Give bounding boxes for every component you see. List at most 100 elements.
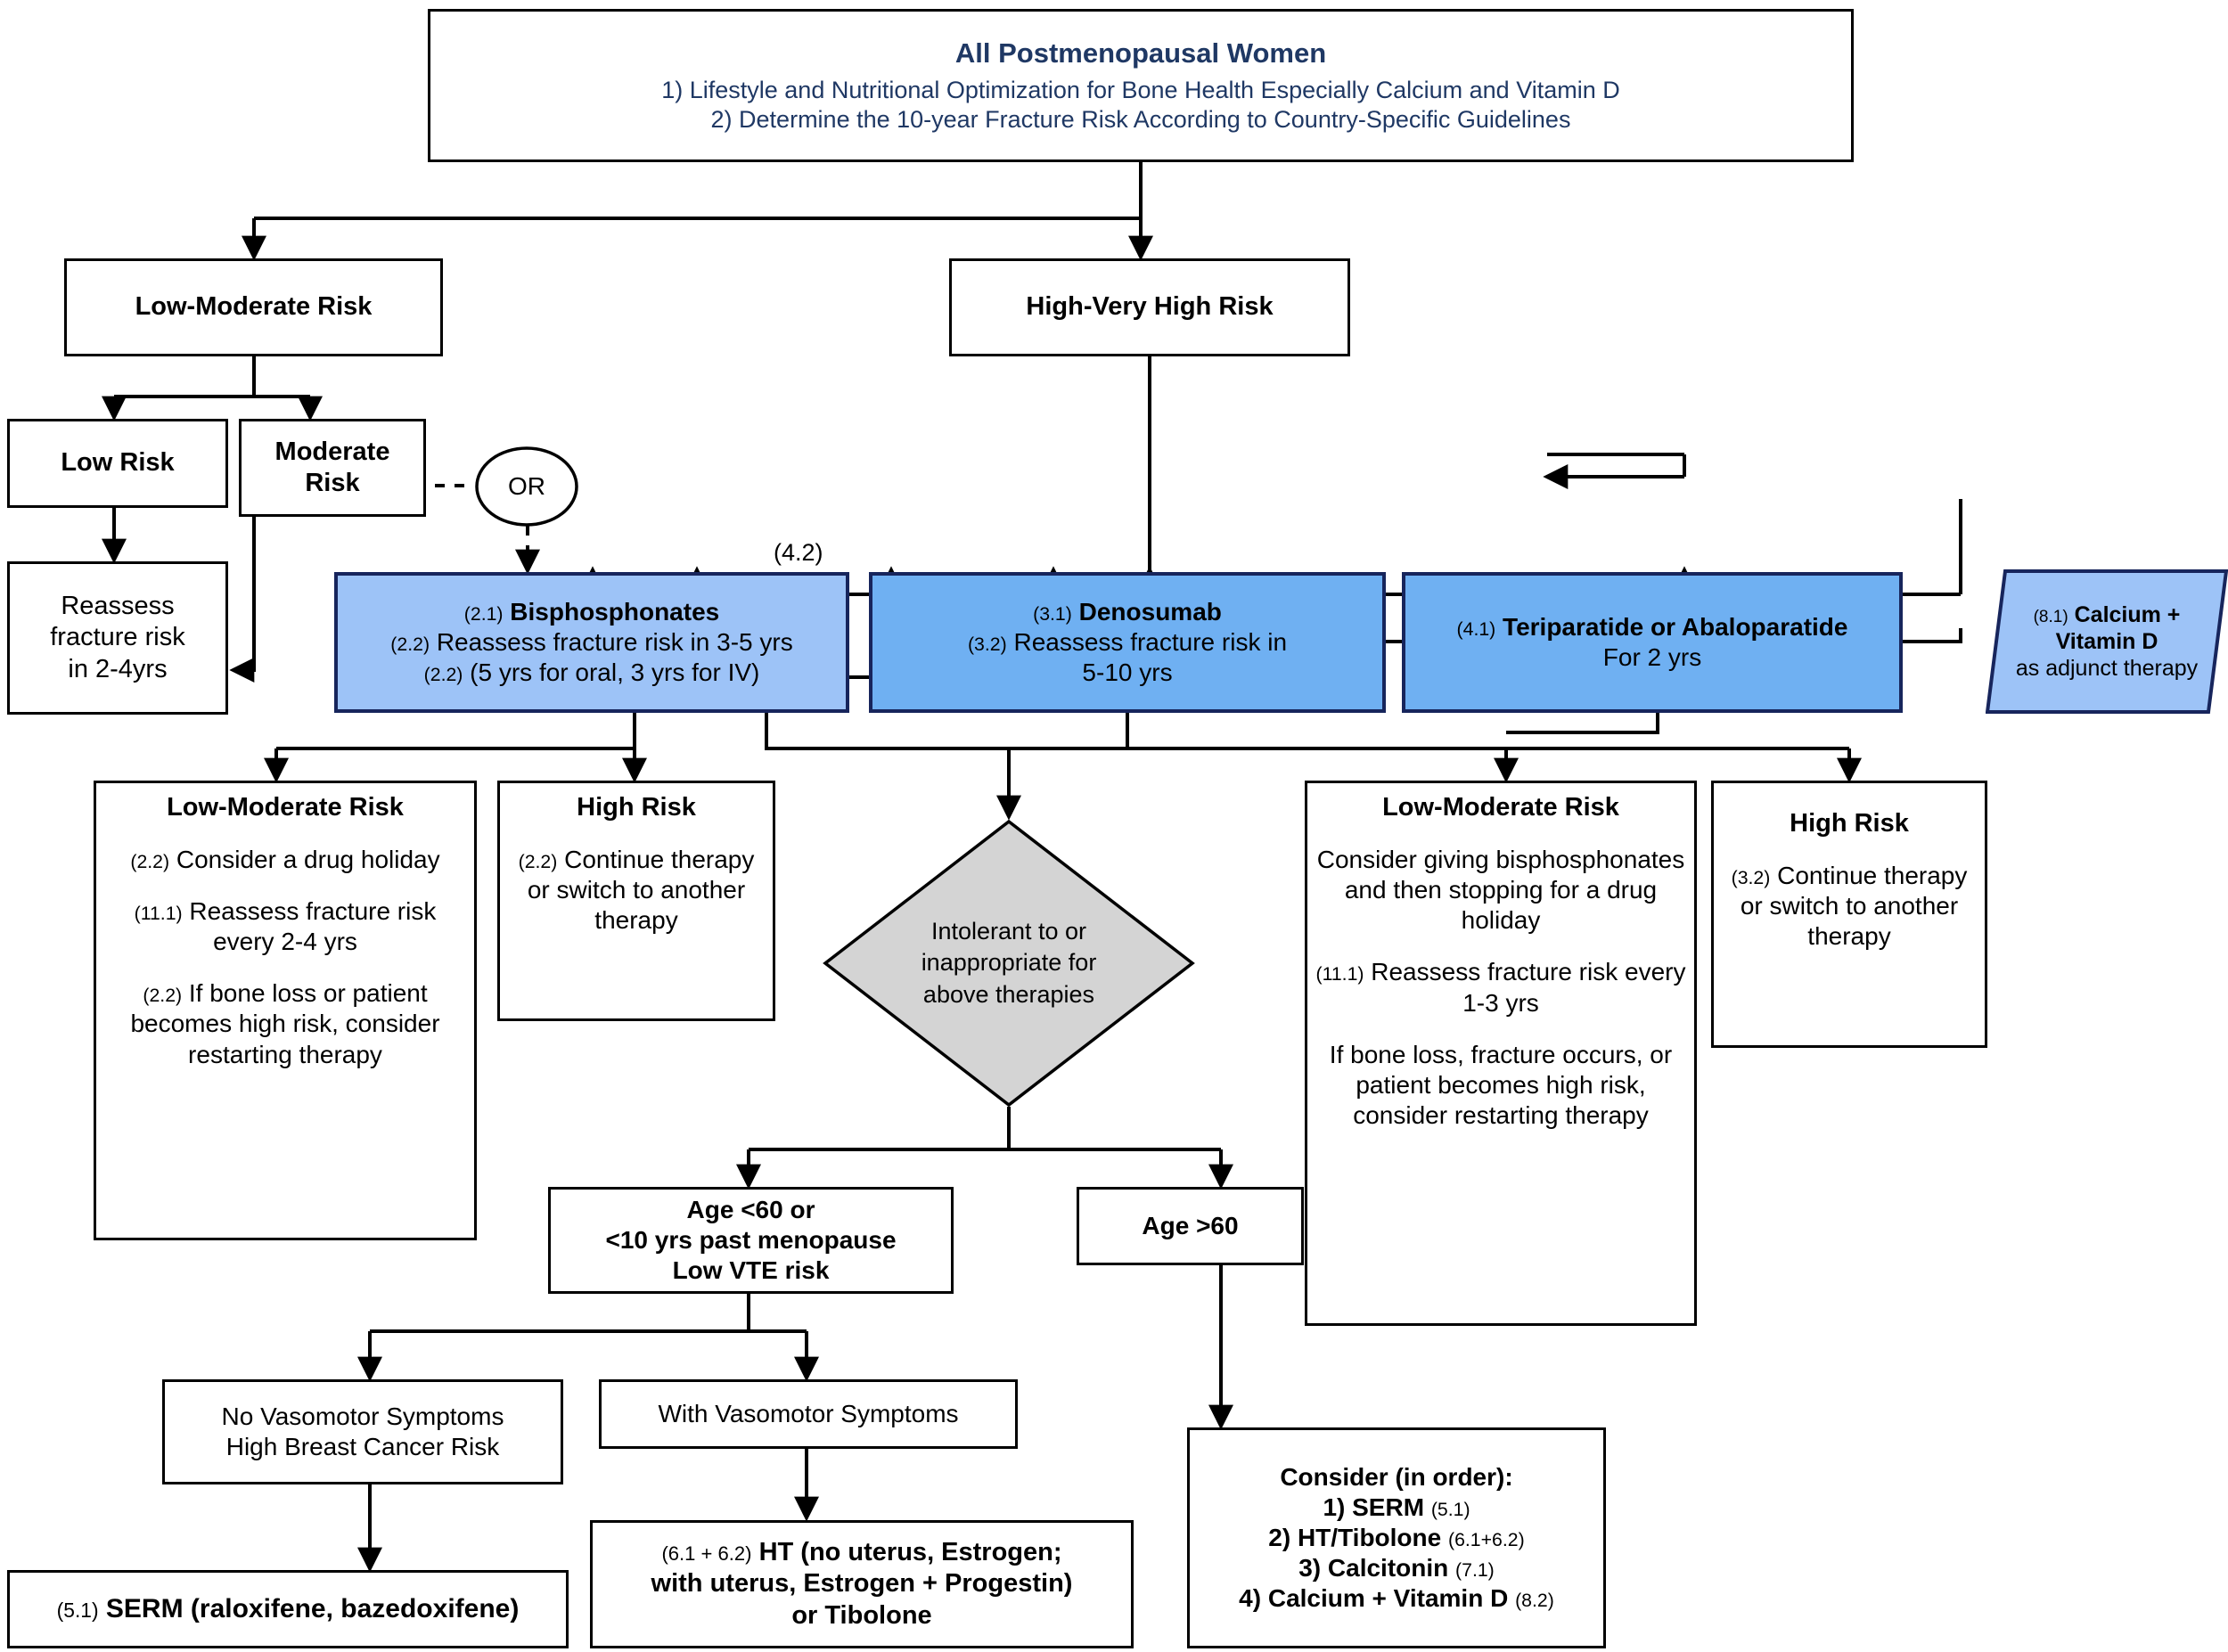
consider-item-4-ref: (8.2): [1515, 1590, 1554, 1612]
den-lm-p2-ref: (11.1): [1315, 963, 1364, 985]
intolerant-line-1: Intolerant to or: [930, 918, 1087, 945]
consider-item-2: 2) HT/Tibolone: [1268, 1523, 1442, 1551]
node-with-vasomotor-symptoms[interactable]: With Vasomotor Symptoms: [599, 1379, 1018, 1449]
node-denosumab[interactable]: (3.1) Denosumab (3.2) Reassess fracture …: [869, 572, 1386, 713]
node-bisphosphonates[interactable]: (2.1) Bisphosphonates (2.2) Reassess fra…: [334, 572, 849, 713]
or-label: OR: [508, 472, 545, 500]
den-low-moderate-heading: Low-Moderate Risk: [1382, 793, 1619, 822]
denosumab-ref-1: (3.1): [1033, 602, 1072, 625]
node-den-high-risk-outcome[interactable]: High Risk (3.2) Continue therapy or swit…: [1711, 781, 1987, 1048]
intolerant-line-2: inappropriate for: [921, 949, 1097, 977]
with-vasomotor-label: With Vasomotor Symptoms: [658, 1399, 959, 1427]
serm-ref: (5.1): [56, 1598, 99, 1622]
node-consider-in-order[interactable]: Consider (in order): 1) SERM (5.1) 2) HT…: [1187, 1427, 1606, 1648]
root-heading: All Postmenopausal Women: [954, 37, 1327, 70]
node-teriparatide-abaloparatide[interactable]: (4.1) Teriparatide or Abaloparatide For …: [1402, 572, 1903, 713]
consider-item-2-ref: (6.1+6.2): [1447, 1528, 1525, 1550]
high-very-high-risk-label: High-Very High Risk: [1026, 292, 1274, 322]
moderate-risk-line-2: Risk: [305, 469, 360, 497]
bis-lm-p3: If bone loss or patient becomes high ris…: [130, 979, 440, 1068]
calcium-ref-1: (8.1): [2033, 608, 2068, 626]
calcium-name-line-1: Calcium +: [2074, 602, 2181, 627]
no-vasomotor-line-1: No Vasomotor Symptoms: [221, 1402, 504, 1430]
bis-lm-p3-ref: (2.2): [143, 985, 183, 1007]
reassess-line-1: Reassess: [61, 591, 175, 620]
node-reassess-2-4-yrs[interactable]: Reassess fracture risk in 2-4yrs: [7, 561, 228, 715]
bis-hr-p1-ref: (2.2): [518, 851, 558, 873]
node-ht-tibolone[interactable]: (6.1 + 6.2) HT (no uterus, Estrogen; wit…: [590, 1520, 1134, 1648]
den-lm-p3: If bone loss, fracture occurs, or patien…: [1329, 1040, 1673, 1129]
denosumab-ref-2: (3.2): [967, 633, 1007, 655]
no-vasomotor-line-2: High Breast Cancer Risk: [225, 1433, 500, 1460]
low-risk-label: Low Risk: [61, 448, 175, 478]
age-over-60-label: Age >60: [1142, 1211, 1239, 1239]
moderate-risk-line-1: Moderate: [274, 437, 390, 466]
ht-ref: (6.1 + 6.2): [661, 1542, 752, 1565]
denosumab-line-3: 5-10 yrs: [1082, 658, 1173, 687]
serm-label: SERM (raloxifene, bazedoxifene): [105, 1593, 520, 1623]
age-under-60-line-1: Age <60 or: [686, 1195, 815, 1223]
reassess-line-3: in 2-4yrs: [68, 654, 168, 683]
bisphosphonates-line-2: Reassess fracture risk in 3-5 yrs: [436, 627, 793, 656]
consider-item-3-ref: (7.1): [1455, 1559, 1495, 1582]
bis-hr-p1: Continue therapy or switch to another th…: [527, 846, 755, 935]
consider-item-1: 1) SERM: [1323, 1493, 1425, 1521]
low-moderate-risk-label: Low-Moderate Risk: [135, 292, 373, 322]
node-high-very-high-risk[interactable]: High-Very High Risk: [949, 258, 1350, 356]
ht-line-1: HT (no uterus, Estrogen;: [758, 1537, 1062, 1566]
calcium-line-3: as adjunct therapy: [2015, 656, 2199, 681]
node-all-postmenopausal-women[interactable]: All Postmenopausal Women 1) Lifestyle an…: [428, 9, 1854, 162]
node-den-low-moderate-outcome[interactable]: Low-Moderate Risk Consider giving bispho…: [1305, 781, 1697, 1326]
bisphosphonates-ref-3: (2.2): [423, 664, 463, 686]
root-line-2: 2) Determine the 10-year Fracture Risk A…: [710, 105, 1571, 133]
ht-line-2: with uterus, Estrogen + Progestin): [651, 1569, 1073, 1599]
den-high-risk-heading: High Risk: [1790, 809, 1909, 838]
parallelogram-shape-icon: [1986, 569, 2228, 714]
node-serm[interactable]: (5.1) SERM (raloxifene, bazedoxifene): [7, 1570, 569, 1648]
bisphosphonates-ref-1: (2.1): [463, 602, 504, 625]
bis-low-moderate-heading: Low-Moderate Risk: [167, 793, 404, 822]
bis-lm-p1-ref: (2.2): [130, 851, 170, 873]
node-bis-high-risk-outcome[interactable]: High Risk (2.2) Continue therapy or swit…: [497, 781, 775, 1021]
den-hr-p1: Continue therapy or switch to another th…: [1740, 862, 1968, 951]
calcium-name-line-2: Vitamin D: [2055, 629, 2158, 654]
node-intolerant-decision[interactable]: Intolerant to or inappropriate for above…: [822, 818, 1196, 1108]
ht-line-3: or Tibolone: [791, 1600, 932, 1630]
edge-label-4-2: (4.2): [774, 539, 823, 566]
bisphosphonates-line-3: (5 yrs for oral, 3 yrs for IV): [470, 658, 760, 687]
age-under-60-line-2: <10 yrs past menopause: [605, 1225, 897, 1254]
teriparatide-ref-1: (4.1): [1456, 617, 1496, 640]
node-moderate-risk[interactable]: Moderate Risk: [239, 419, 426, 517]
reassess-line-2: fracture risk: [50, 623, 185, 652]
bis-lm-p1: Consider a drug holiday: [176, 846, 440, 874]
node-low-risk[interactable]: Low Risk: [7, 419, 228, 508]
bis-lm-p2: Reassess fracture risk every 2-4 yrs: [189, 897, 437, 956]
bis-lm-p2-ref: (11.1): [134, 903, 183, 925]
teriparatide-name: Teriparatide or Abaloparatide: [1503, 612, 1848, 641]
consider-heading: Consider (in order):: [1280, 1462, 1513, 1491]
node-age-under-60[interactable]: Age <60 or <10 yrs past menopause Low VT…: [548, 1187, 954, 1294]
consider-item-3: 3) Calcitonin: [1298, 1554, 1449, 1582]
denosumab-name: Denosumab: [1078, 597, 1222, 626]
den-lm-p1: Consider giving bisphosphonates and then…: [1316, 846, 1685, 935]
den-lm-p2: Reassess fracture risk every 1-3 yrs: [1371, 958, 1686, 1017]
node-age-over-60[interactable]: Age >60: [1077, 1187, 1304, 1265]
bis-high-risk-heading: High Risk: [577, 793, 696, 822]
node-calcium-vitamin-d[interactable]: (8.1) Calcium + Vitamin D as adjunct the…: [1986, 568, 2228, 715]
age-under-60-line-3: Low VTE risk: [672, 1256, 830, 1285]
diamond-shape-icon: [823, 819, 1195, 1108]
root-line-1: 1) Lifestyle and Nutritional Optimizatio…: [661, 76, 1620, 103]
intolerant-line-3: above therapies: [922, 980, 1095, 1008]
teriparatide-line-2: For 2 yrs: [1602, 643, 1702, 671]
denosumab-line-2: Reassess fracture risk in: [1013, 627, 1288, 656]
or-ellipse-icon: [475, 446, 578, 527]
consider-item-4: 4) Calcium + Vitamin D: [1239, 1584, 1509, 1613]
bisphosphonates-ref-2: (2.2): [390, 633, 430, 655]
bisphosphonates-name: Bisphosphonates: [510, 597, 720, 626]
consider-item-1-ref: (5.1): [1430, 1498, 1470, 1520]
den-hr-p1-ref: (3.2): [1731, 867, 1771, 889]
node-bis-low-moderate-outcome[interactable]: Low-Moderate Risk (2.2) Consider a drug …: [94, 781, 477, 1240]
node-or-connector[interactable]: OR: [474, 446, 579, 527]
node-low-moderate-risk[interactable]: Low-Moderate Risk: [64, 258, 443, 356]
node-no-vasomotor-symptoms[interactable]: No Vasomotor Symptoms High Breast Cancer…: [162, 1379, 563, 1484]
